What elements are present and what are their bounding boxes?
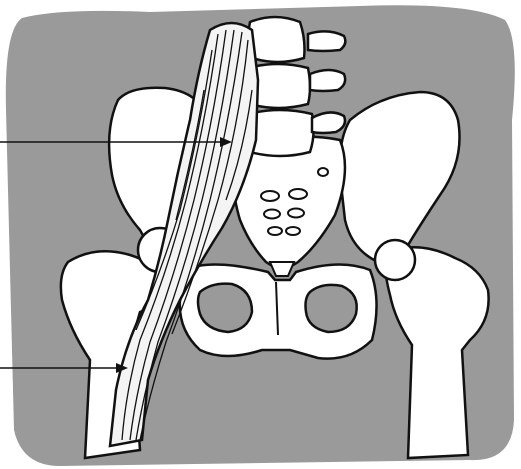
right-femoral-head [375,240,415,280]
right-obturator-foramen [306,285,357,332]
left-obturator-foramen [198,284,252,332]
transverse-processes [308,31,345,133]
